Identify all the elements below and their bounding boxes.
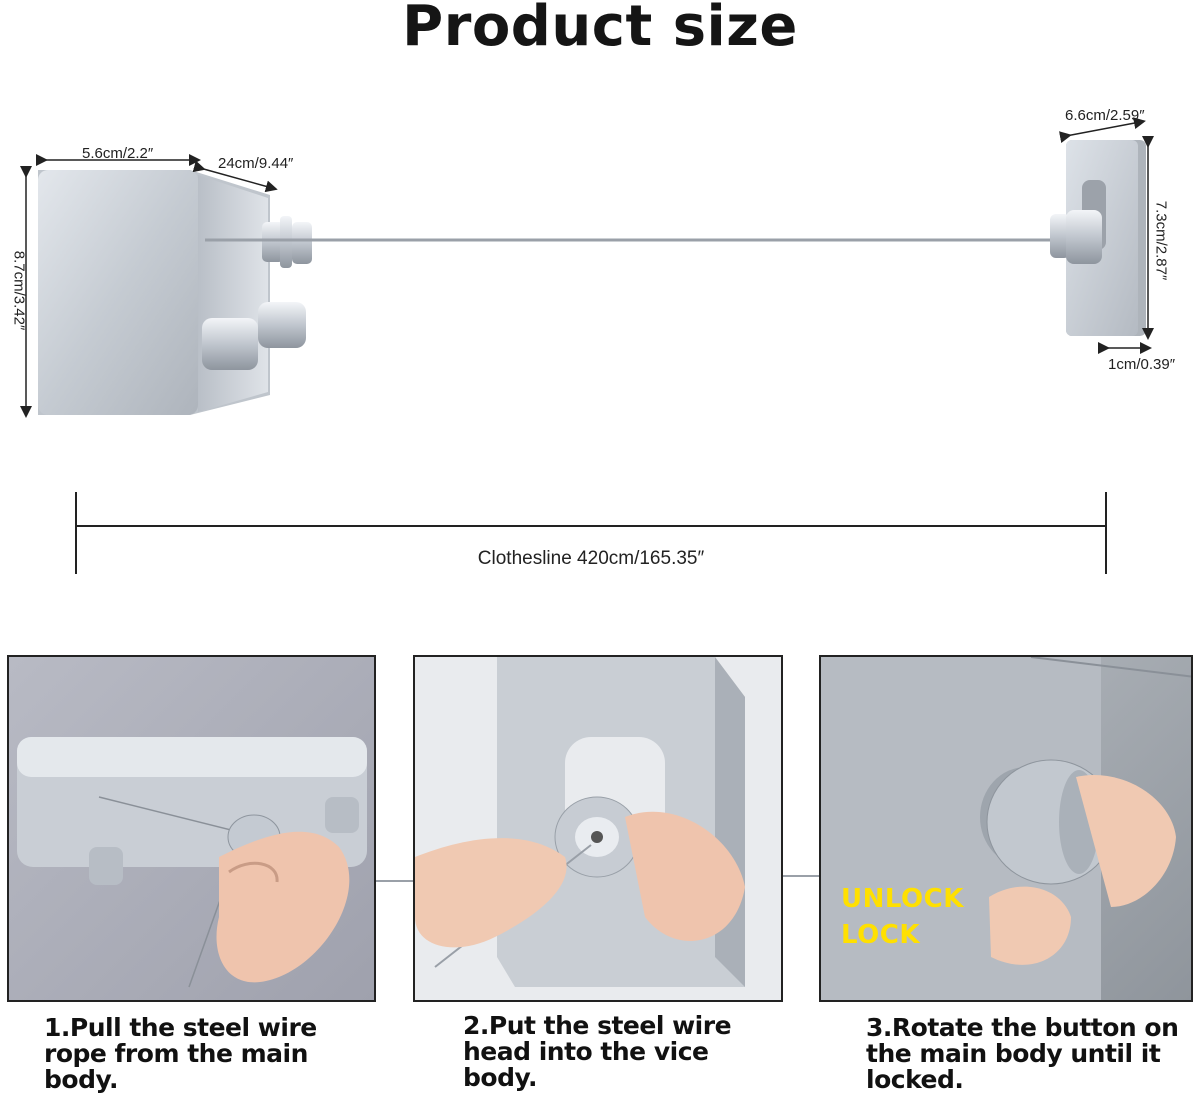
step-3-photo: UNLOCK LOCK (819, 655, 1193, 1002)
step-1-line-1: 1.Pull the steel wire (44, 1013, 317, 1042)
wire-connector (376, 880, 413, 882)
step-1-line-3: body. (44, 1065, 118, 1094)
lock-label: LOCK (841, 920, 920, 950)
product-diagram (20, 117, 1154, 574)
step-2-caption: 2.Put the steel wire head into the vice … (463, 1013, 793, 1091)
main-depth-label: 24cm/9.44″ (218, 155, 294, 172)
step-2-line-2: head into the vice (463, 1037, 709, 1066)
main-width-label: 5.6cm/2.2″ (82, 145, 154, 162)
wall-plate-illustration (1050, 140, 1146, 336)
page-title: Product size (402, 0, 798, 59)
plate-width-label: 6.6cm/2.59″ (1065, 107, 1145, 124)
main-height-label: 8.7cm/3.42″ (10, 250, 28, 331)
step-2-line-3: body. (463, 1063, 537, 1092)
plate-thickness-label: 1cm/0.39″ (1108, 356, 1176, 373)
step-1-caption: 1.Pull the steel wire rope from the main… (44, 1015, 374, 1093)
step-1-line-2: rope from the main (44, 1039, 308, 1068)
step-2-photo (413, 655, 783, 1002)
clothesline-length-label: Clothesline 420cm/165.35″ (477, 548, 705, 569)
step-3-line-2: the main body until it (866, 1039, 1161, 1068)
step-1-photo (7, 655, 376, 1002)
unlock-label: UNLOCK (841, 884, 964, 914)
step-3-line-1: 3.Rotate the button on (866, 1013, 1179, 1042)
main-body-illustration (38, 170, 312, 415)
wire-connector (783, 875, 819, 877)
plate-height-label: 7.3cm/2.87″ (1152, 200, 1170, 281)
step-3-caption: 3.Rotate the button on the main body unt… (866, 1015, 1196, 1093)
step-2-line-1: 2.Put the steel wire (463, 1011, 732, 1040)
step-3-line-3: locked. (866, 1065, 964, 1094)
